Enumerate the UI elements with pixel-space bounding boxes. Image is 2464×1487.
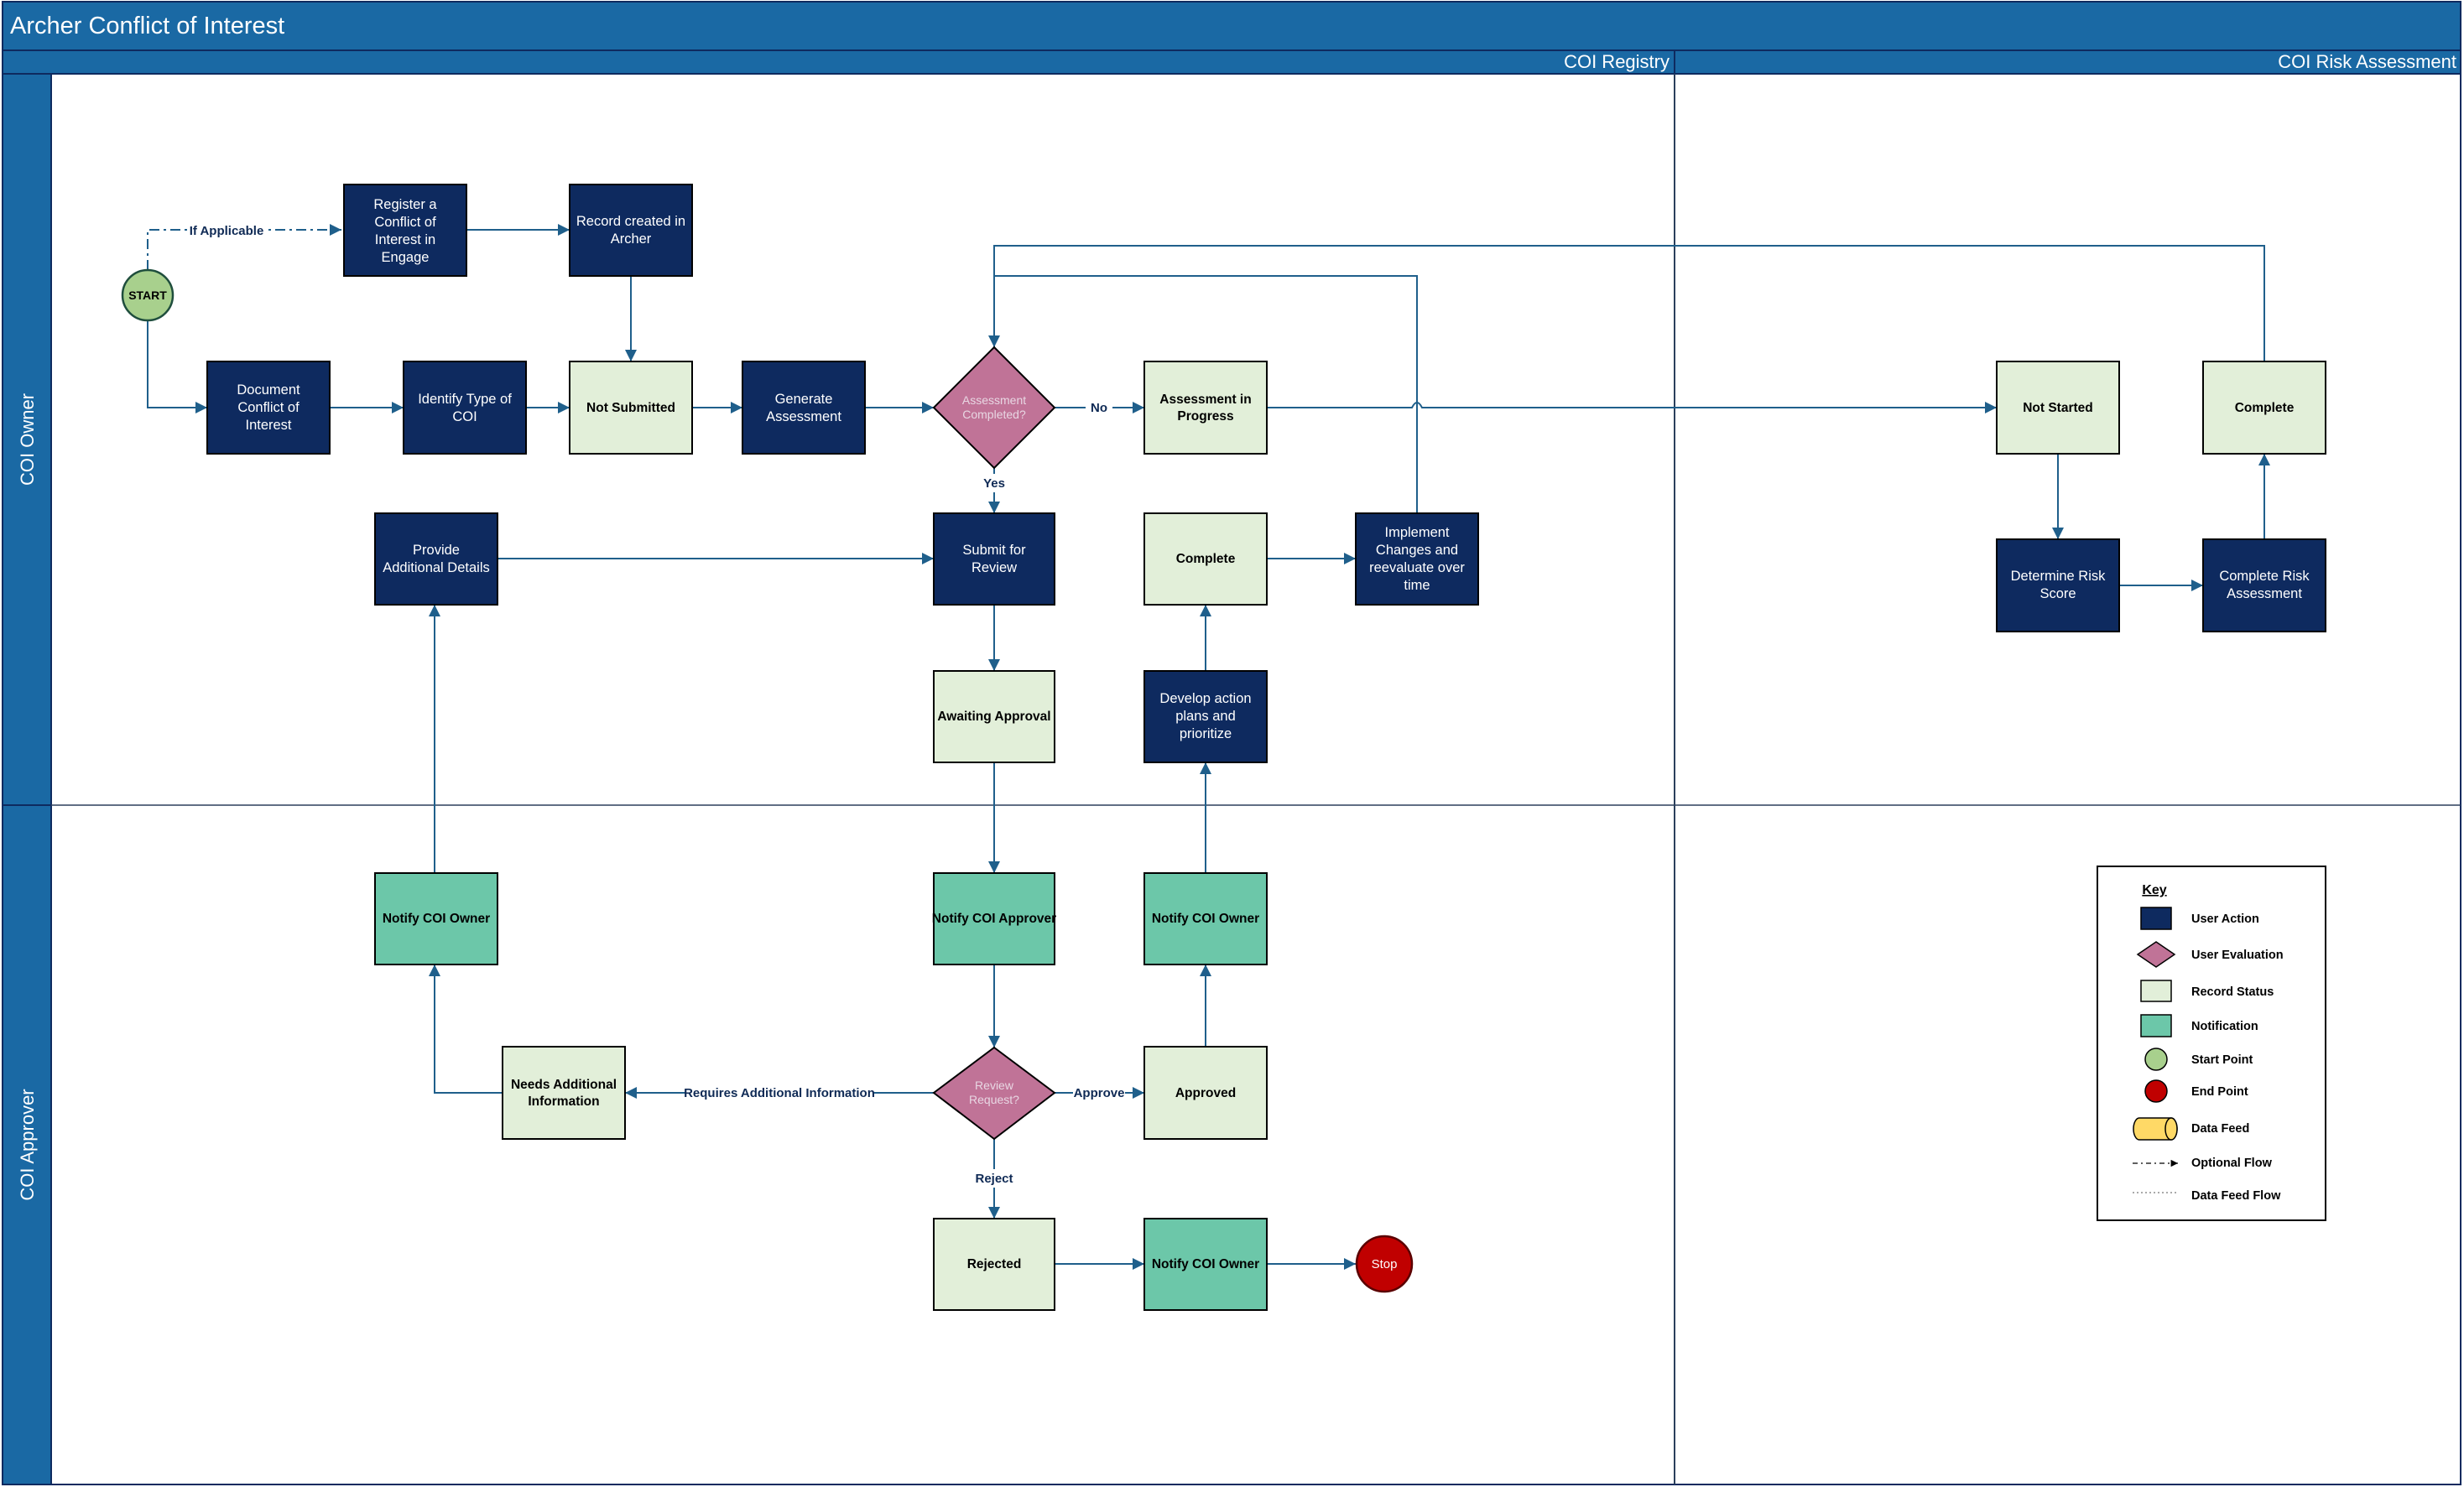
notify-approver-label: Notify COI Approver [932, 912, 1056, 926]
connectors [147, 224, 2270, 1270]
assessment-completed-diamond [932, 346, 1056, 470]
legend-box [2097, 866, 2326, 1221]
rejected-label: Rejected [967, 1257, 1022, 1271]
implement-changes-box [1355, 512, 1479, 606]
edge-label-requires-info: Requires Additional Information [684, 1086, 875, 1100]
submit-review-box [933, 512, 1055, 606]
complete-risk-assessment-box [2202, 538, 2326, 632]
legend-notification: Notification [2191, 1020, 2258, 1033]
legend: Key User Action User Evaluation Record S… [2097, 866, 2326, 1221]
approved-box [1143, 1046, 1268, 1140]
notify-owner-3-label: Notify COI Owner [1152, 1257, 1259, 1271]
record-created-box [569, 184, 693, 277]
start-node-label: START [128, 289, 167, 302]
legend-record-status-swatch [2140, 980, 2172, 1002]
document-coi-box [206, 361, 331, 455]
identify-type-box [403, 361, 527, 455]
rejected-box [933, 1218, 1055, 1311]
not-submitted-label: Not Submitted [586, 401, 675, 415]
column-header-risk-assessment: COI Risk Assessment [2278, 51, 2456, 72]
legend-record-status: Record Status [2191, 985, 2274, 999]
stop-node [1355, 1235, 1414, 1293]
edge-label-reject: Reject [975, 1172, 1013, 1186]
complete-risk-status-box [2202, 361, 2326, 455]
legend-user-action: User Action [2191, 912, 2259, 926]
develop-plans-box [1143, 670, 1268, 763]
column-header-registry: COI Registry [1564, 51, 1670, 72]
complete-registry-box [1143, 512, 1268, 606]
legend-user-action-swatch [2140, 907, 2172, 930]
register-coi-box [343, 184, 467, 277]
edge-label-approve: Approve [1074, 1086, 1125, 1100]
edge-start-register [147, 224, 341, 270]
legend-data-feed-flow: Data Feed Flow [2191, 1189, 2281, 1203]
lane-header-strip [2, 73, 52, 1485]
complete-risk-status-label: Complete [2235, 401, 2295, 415]
start-node [121, 268, 175, 322]
notify-approver-box [933, 872, 1055, 965]
legend-notification-swatch [2140, 1014, 2172, 1037]
column-header-bar [2, 49, 2461, 75]
lane-label-approver: COI Approver [17, 1089, 38, 1200]
notify-owner-1-label: Notify COI Owner [383, 912, 490, 926]
legend-optional-flow: Optional Flow [2191, 1157, 2273, 1170]
legend-start-point: Start Point [2191, 1053, 2253, 1067]
legend-user-evaluation: User Evaluation [2191, 949, 2284, 962]
assessment-in-progress-box [1143, 361, 1268, 455]
not-submitted-box [569, 361, 693, 455]
edge-start-document [147, 321, 207, 413]
complete-registry-label: Complete [1176, 552, 1236, 566]
edge-label-no: No [1091, 401, 1107, 415]
legend-title: Key [2142, 883, 2166, 897]
awaiting-approval-box [933, 670, 1055, 763]
provide-details-box [374, 512, 498, 606]
not-started-box [1996, 361, 2120, 455]
edge-riskcomplete-loop [993, 245, 2265, 361]
legend-user-evaluation-swatch [2136, 941, 2176, 968]
stop-node-label: Stop [1372, 1257, 1398, 1271]
notify-owner-2-box [1143, 872, 1268, 965]
diagram-title: Archer Conflict of Interest [10, 13, 284, 39]
not-started-label: Not Started [2023, 401, 2093, 415]
review-request-diamond [932, 1046, 1056, 1141]
notify-owner-2-label: Notify COI Owner [1152, 912, 1259, 926]
notify-owner-1-box [374, 872, 498, 965]
lane-label-owner: COI Owner [17, 393, 38, 486]
awaiting-approval-label: Awaiting Approval [937, 710, 1050, 724]
determine-score-box [1996, 538, 2120, 632]
generate-assessment-box [742, 361, 866, 455]
approved-label: Approved [1175, 1086, 1236, 1100]
edge-label-if-applicable: If Applicable [190, 224, 264, 238]
legend-data-feed: Data Feed [2191, 1122, 2249, 1136]
legend-start-swatch [2144, 1048, 2168, 1071]
title-bar [2, 1, 2461, 51]
edge-label-yes: Yes [983, 476, 1005, 491]
legend-end-point: End Point [2191, 1085, 2248, 1099]
legend-end-swatch [2144, 1079, 2168, 1103]
notify-owner-3-box [1143, 1218, 1268, 1311]
needs-info-box [502, 1046, 626, 1140]
edge-needsinfo-notify1 [429, 964, 503, 1094]
